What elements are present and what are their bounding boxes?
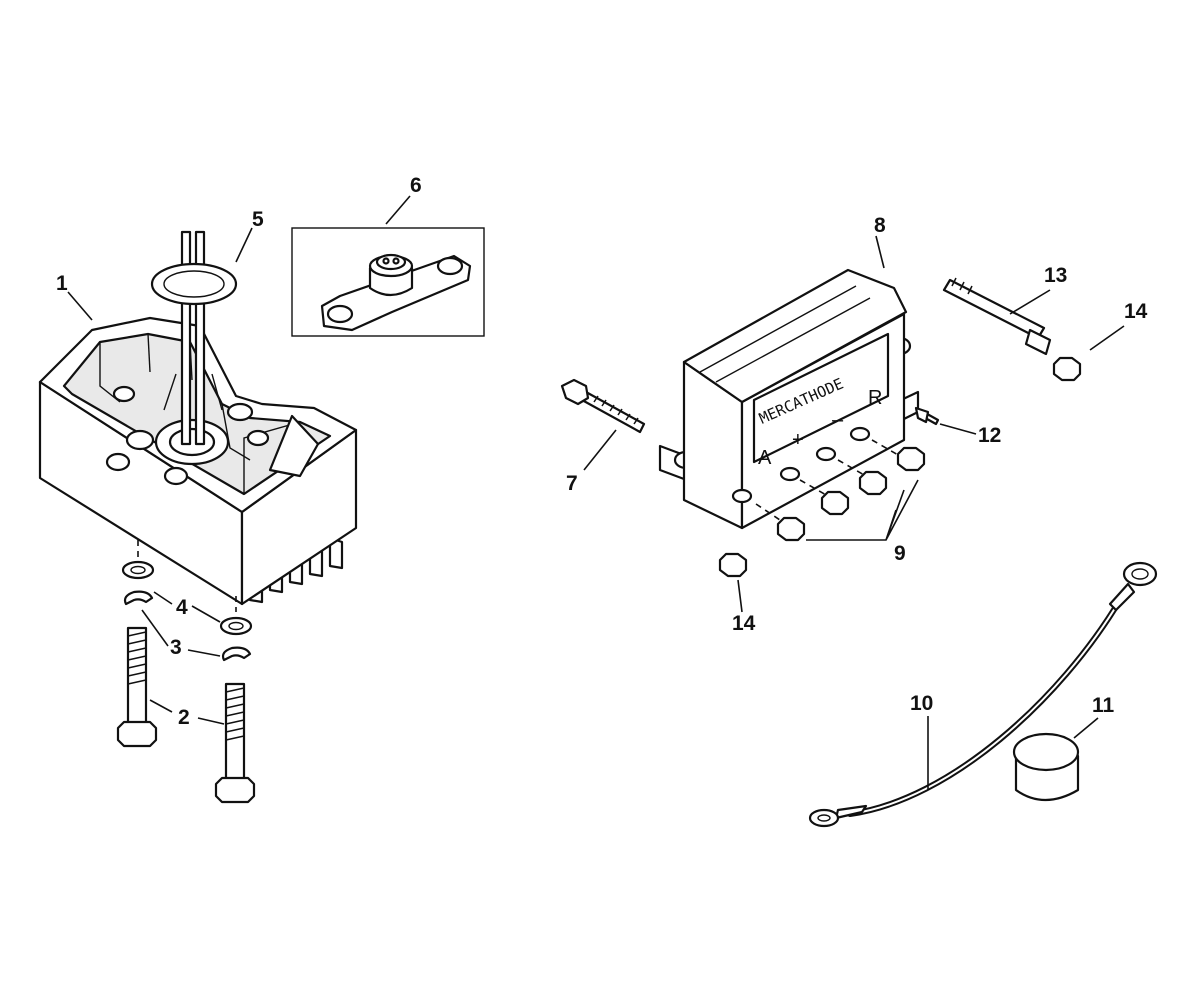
terminal-label-minus: –: [832, 409, 844, 431]
callout-numbers: 1 2 3 4 5 6 7 8 9 10 11 12 13 14 14: [56, 174, 1148, 729]
threaded-stud: [942, 277, 1052, 356]
leader-lines: [67, 195, 1125, 790]
hex-nuts: [718, 356, 1082, 578]
callout-3: 3: [170, 636, 182, 659]
terminal-label-r: R: [868, 387, 882, 409]
callout-14-bottom: 14: [732, 612, 756, 635]
mounting-hardware: [116, 540, 256, 804]
callout-9: 9: [894, 542, 906, 565]
callout-8: 8: [874, 214, 886, 237]
callout-6: 6: [410, 174, 422, 197]
protective-cap: [1012, 732, 1080, 801]
terminal-label-plus: +: [792, 429, 804, 451]
long-screw: [560, 378, 646, 434]
callout-11: 11: [1092, 694, 1115, 717]
callout-2: 2: [178, 706, 190, 729]
terminal-studs: [731, 426, 871, 504]
small-screw: [914, 406, 940, 426]
callout-4: 4: [176, 596, 188, 619]
terminal-nuts: [755, 439, 926, 542]
callout-13: 13: [1044, 264, 1067, 287]
callout-1: 1: [56, 272, 68, 295]
callout-7: 7: [566, 472, 578, 495]
callout-10: 10: [910, 692, 933, 715]
callout-5: 5: [252, 208, 264, 231]
callout-12: 12: [978, 424, 1001, 447]
ground-cable: [808, 561, 1158, 828]
grommet-and-leads: [150, 230, 238, 446]
sensor-assembly: [291, 227, 485, 337]
callout-14-top: 14: [1124, 300, 1148, 323]
regulator-module: MERCATHODE A + – R: [658, 268, 920, 530]
terminal-label-a: A: [758, 447, 772, 469]
